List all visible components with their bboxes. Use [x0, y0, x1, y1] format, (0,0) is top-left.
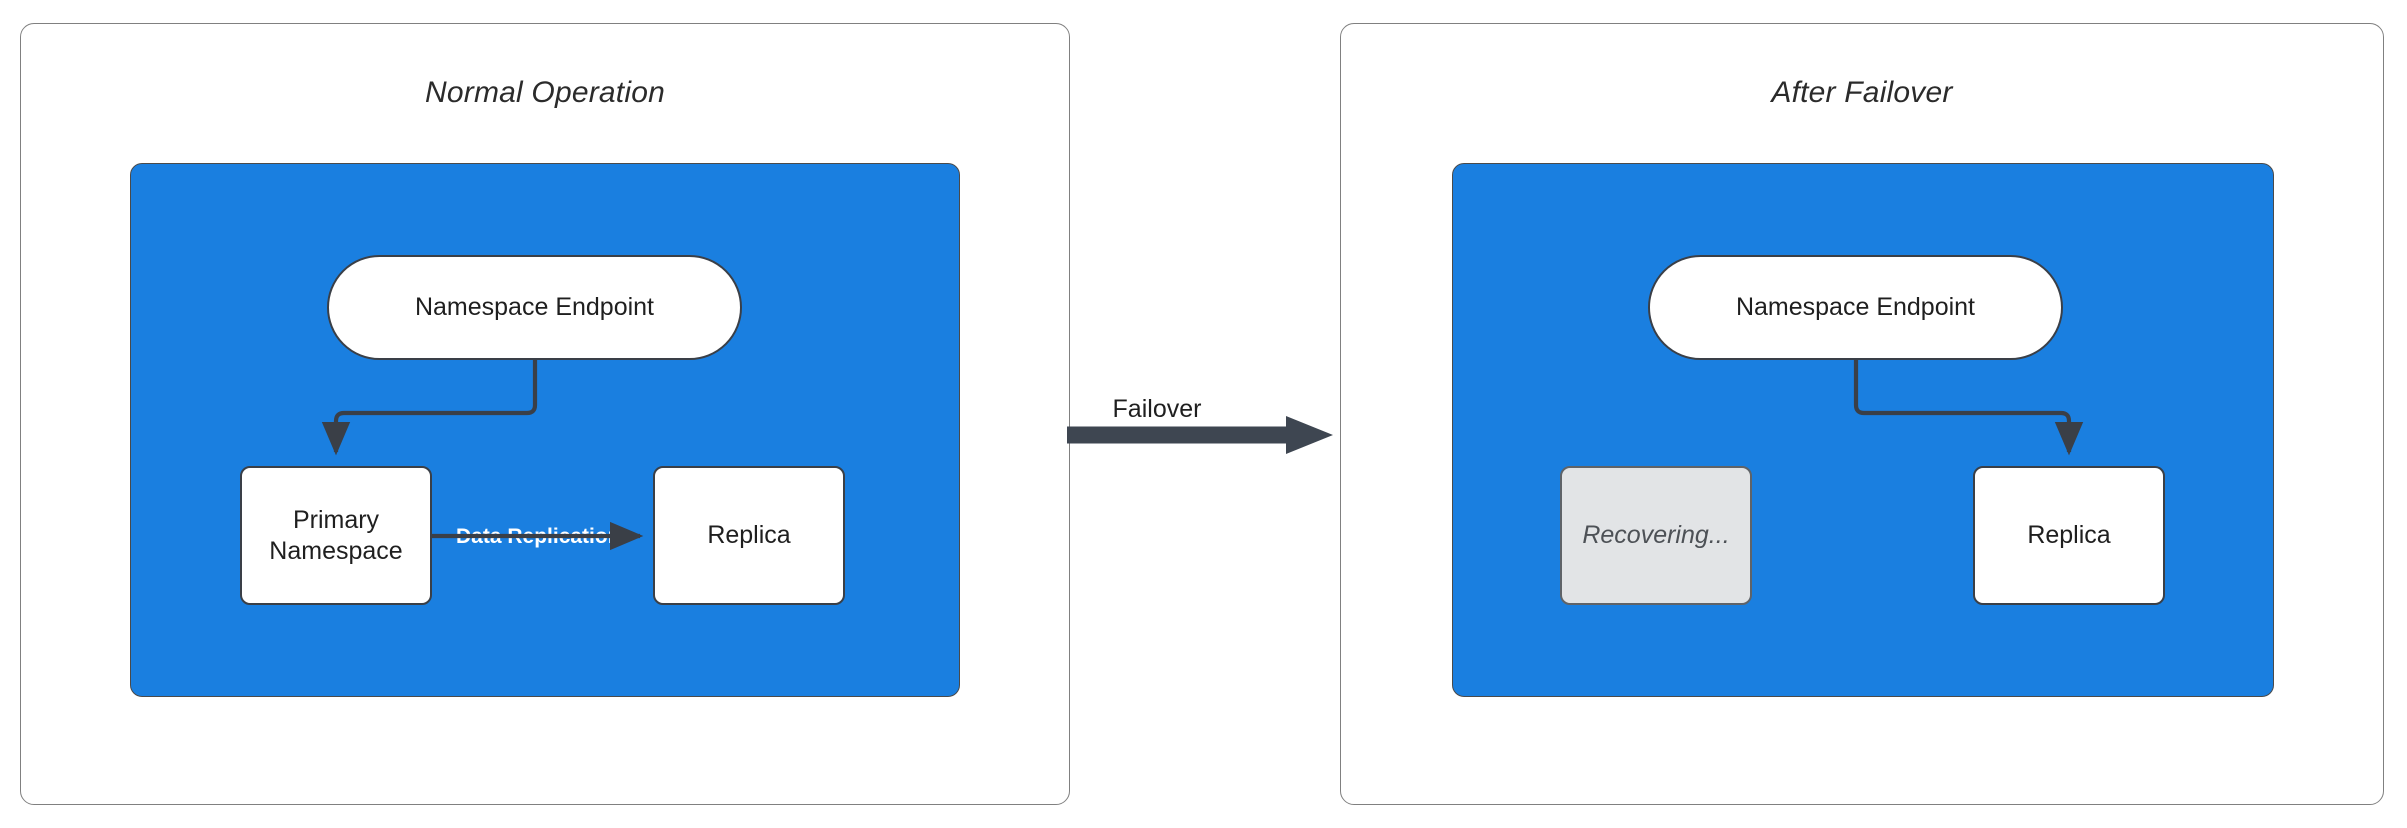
panel-title-after-failover: After Failover: [1771, 76, 1953, 109]
node-label: Recovering...: [1582, 521, 1730, 550]
panel-title-normal-operation: Normal Operation: [425, 76, 665, 109]
node-primary-namespace[interactable]: Primary Namespace: [240, 466, 432, 605]
node-label: Namespace Endpoint: [1735, 293, 1976, 322]
region-namespace-cluster-failover: [1452, 163, 2274, 697]
edge-label-data-replication: Data Replication: [456, 525, 621, 548]
node-label: Replica: [707, 521, 791, 550]
node-replica-failover[interactable]: Replica: [1973, 466, 2165, 605]
node-label: Namespace Endpoint: [414, 293, 655, 322]
node-label: Replica: [2027, 521, 2111, 550]
primary-line-1: Primary: [292, 506, 380, 534]
node-namespace-endpoint-failover[interactable]: Namespace Endpoint: [1648, 255, 2063, 360]
region-namespace-cluster-normal: [130, 163, 960, 697]
transition-label-failover: Failover: [1112, 395, 1202, 423]
node-namespace-endpoint-normal[interactable]: Namespace Endpoint: [327, 255, 742, 360]
node-label: Primary Namespace: [269, 505, 402, 566]
node-recovering-primary[interactable]: Recovering...: [1560, 466, 1752, 605]
node-replica-normal[interactable]: Replica: [653, 466, 845, 605]
primary-line-2: Namespace: [269, 536, 403, 565]
